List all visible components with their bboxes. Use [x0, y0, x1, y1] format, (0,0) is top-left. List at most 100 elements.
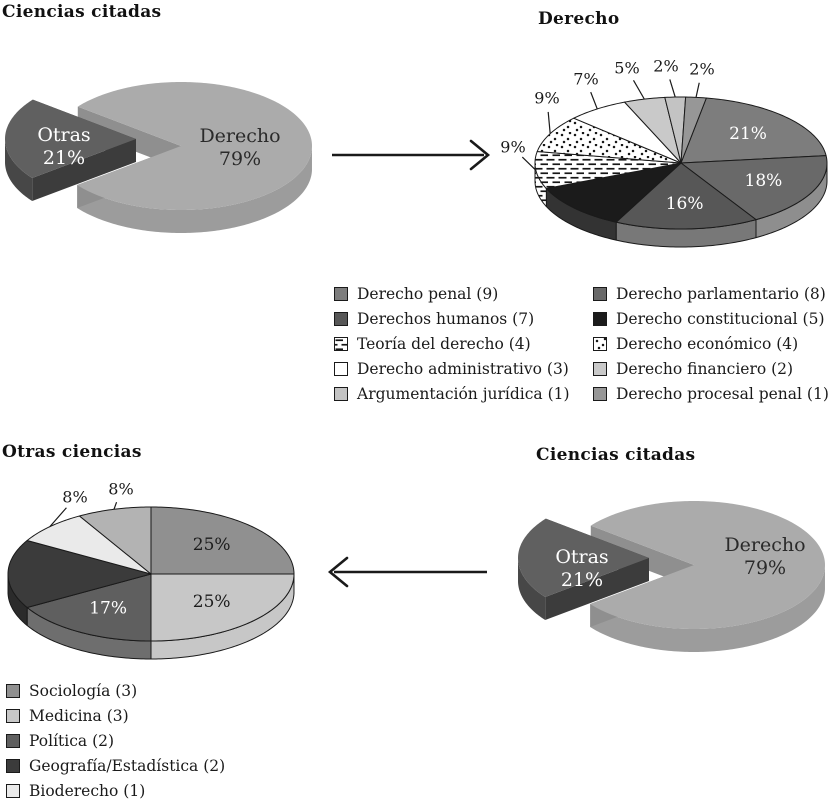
slice-label: Otras: [37, 124, 90, 146]
pie-slice-derecho: [590, 501, 825, 629]
legend-item: Geografía/Estadística (2): [6, 753, 225, 778]
legend-swatch-icon: [334, 311, 348, 326]
slice-label: 18%: [745, 171, 783, 191]
label-leader-line: [113, 502, 118, 510]
label-leader-line: [521, 156, 537, 171]
pie-slice-otras: [518, 518, 649, 598]
slice-label: Derecho: [199, 125, 280, 147]
chart-title-ciencias-citadas-bottom: Ciencias citadas: [536, 445, 696, 465]
pie-slice-derechos-humanos: [615, 162, 757, 230]
pie-derecho-1: 21%18%16%9%9%7%5%2%2%: [500, 57, 828, 248]
label-leader-line: [547, 111, 551, 134]
pie-slice-derecho-constitucional: [545, 162, 682, 223]
legend-swatch-icon: [593, 286, 607, 301]
legend-item: Bioderecho (1): [6, 778, 225, 803]
legend-item: Derechos humanos (7): [334, 306, 593, 331]
legend-derecho: Derecho penal (9)Derechos humanos (7)Teo…: [334, 281, 831, 406]
pie-slice-medicina: [150, 573, 295, 642]
legend-swatch-icon: [593, 386, 607, 401]
legend-label: Derecho parlamentario (8): [616, 284, 826, 303]
slice-label: 9%: [500, 138, 525, 157]
legend-swatch-icon: [6, 683, 20, 698]
legend-derecho-col-right: Derecho parlamentario (8) Derecho constit…: [593, 281, 831, 406]
slice-label: 7%: [573, 70, 598, 89]
pie-slice-geografia-estadistica: [7, 540, 152, 608]
legend-item: Política (2): [6, 728, 225, 753]
chart-title-otras-ciencias: Otras ciencias: [2, 442, 142, 462]
slice-label: 21%: [561, 569, 603, 591]
legend-otras-ciencias: Sociología (3) Medicina (3) Política (2) Ge…: [6, 678, 225, 803]
legend-label: Política (2): [29, 731, 115, 750]
legend-otras-col: Sociología (3) Medicina (3) Política (2) Ge…: [6, 678, 225, 803]
slice-label: 79%: [219, 148, 261, 170]
pie-slice-side: [590, 566, 825, 652]
legend-item: Sociología (3): [6, 678, 225, 703]
pie-slice-derecho: [77, 82, 313, 210]
label-leader-line: [695, 82, 700, 98]
legend-item: Derecho administrativo (3): [334, 356, 593, 381]
legend-item: Derecho financiero (2): [593, 356, 831, 381]
slice-label: Derecho: [724, 534, 805, 556]
legend-label: Derecho constitucional (5): [616, 309, 825, 328]
legend-swatch-icon: [593, 336, 607, 351]
slice-label: 25%: [193, 535, 231, 555]
legend-derecho-col-left: Derecho penal (9)Derechos humanos (7)Teo…: [334, 281, 593, 406]
legend-item: Derecho penal (9): [334, 281, 593, 306]
slice-label: 21%: [43, 147, 85, 169]
slice-label: 25%: [193, 592, 231, 612]
legend-swatch-icon: [593, 311, 607, 326]
legend-item: Medicina (3): [6, 703, 225, 728]
pie-slice-cut-face: [32, 139, 137, 202]
slice-label: 21%: [729, 124, 767, 144]
legend-swatch-icon: [6, 708, 20, 723]
pie-slice-politica: [26, 573, 152, 642]
slice-label: 2%: [653, 57, 678, 76]
slice-label: 79%: [744, 557, 786, 579]
slice-label: 8%: [108, 480, 133, 499]
legend-item: Derecho parlamentario (8): [593, 281, 831, 306]
pie-slice-side: [5, 139, 33, 202]
legend-label: Derecho económico (4): [616, 334, 799, 353]
slice-label: 8%: [62, 488, 87, 507]
legend-item: Argumentación jurídica (1): [334, 381, 593, 406]
slice-label: Otras: [555, 546, 608, 568]
slice-label: 5%: [614, 59, 639, 78]
legend-swatch-icon: [6, 733, 20, 748]
legend-swatch-icon: [593, 361, 607, 376]
pie-slice-derecho-penal: [680, 97, 827, 164]
legend-swatch-icon: [334, 336, 348, 351]
legend-item: Derecho procesal penal (1): [593, 381, 831, 406]
legend-label: Argumentación jurídica (1): [357, 384, 570, 403]
legend-label: Derechos humanos (7): [357, 309, 535, 328]
legend-label: Geografía/Estadística (2): [29, 756, 226, 775]
flow-arrow-left: [327, 556, 487, 588]
pie-slice-otras: [5, 99, 136, 179]
pie-slice-side: [77, 147, 312, 233]
pie-slice-derecho-procesal-penal: [680, 96, 707, 164]
label-leader-line: [590, 91, 598, 110]
legend-swatch-icon: [334, 286, 348, 301]
legend-label: Bioderecho (1): [29, 781, 146, 800]
label-leader-line: [669, 79, 676, 98]
chart-title-derecho: Derecho: [538, 9, 620, 29]
pie-slice-derecho-administrativo: [573, 101, 682, 164]
slice-label: 2%: [689, 60, 714, 79]
legend-item: Derecho económico (4): [593, 331, 831, 356]
legend-label: Derecho penal (9): [357, 284, 499, 303]
legend-label: Derecho administrativo (3): [357, 359, 569, 378]
flow-arrow-right: [332, 139, 491, 171]
pie-otras-ciencias-2: 25%25%17%8%8%: [7, 480, 295, 660]
legend-swatch-icon: [334, 386, 348, 401]
pie-slice-sociologia: [150, 506, 295, 575]
legend-label: Medicina (3): [29, 706, 129, 725]
slice-label: 9%: [534, 89, 559, 108]
legend-label: Sociología (3): [29, 681, 138, 700]
pie-slice-derecho-parlamentario: [680, 155, 828, 221]
pie-slice-cut-face: [545, 558, 649, 621]
chart-title-ciencias-citadas-top: Ciencias citadas: [2, 2, 162, 22]
legend-swatch-icon: [6, 783, 20, 798]
